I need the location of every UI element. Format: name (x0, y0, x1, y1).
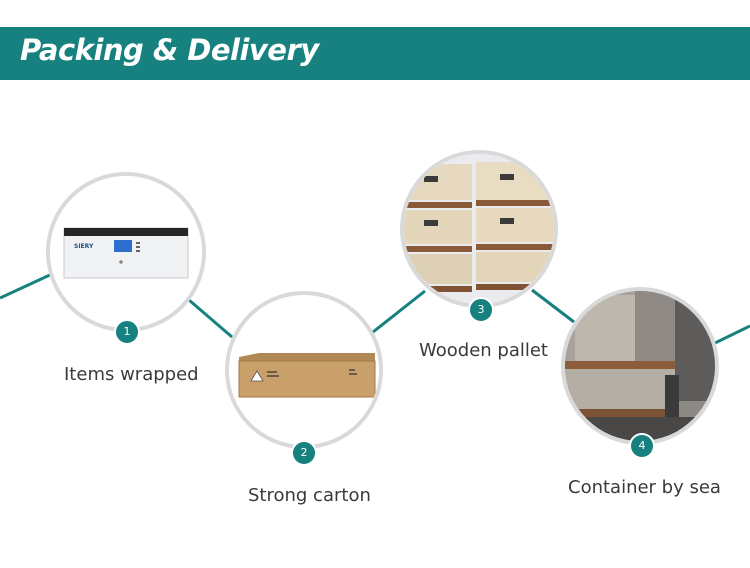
connector-line (372, 289, 426, 334)
connector-line (714, 324, 750, 345)
step-1-image-circle: SIERY (46, 172, 206, 332)
step-4-label: Container by sea (568, 477, 721, 498)
step-4-image-circle (561, 287, 719, 445)
header-banner: Packing & Delivery (0, 27, 750, 80)
page-title: Packing & Delivery (20, 33, 319, 67)
battery-unit-photo: SIERY (50, 176, 202, 328)
step-3-image-circle (400, 150, 558, 308)
step-2-label: Strong carton (248, 485, 371, 506)
wooden-pallet-photo (404, 154, 554, 304)
connector-line (531, 288, 575, 324)
carton-box-photo (229, 295, 379, 445)
step-4-badge: 4 (629, 433, 655, 459)
svg-text:SIERY: SIERY (74, 243, 94, 250)
connector-line (188, 298, 233, 339)
container-stack-photo (565, 291, 715, 441)
step-1-label: Items wrapped (64, 364, 199, 385)
connector-line (0, 272, 53, 300)
step-1-badge: 1 (114, 319, 140, 345)
step-3-badge: 3 (468, 297, 494, 323)
step-3-label: Wooden pallet (419, 340, 548, 361)
step-2-badge: 2 (291, 440, 317, 466)
step-2-image-circle (225, 291, 383, 449)
